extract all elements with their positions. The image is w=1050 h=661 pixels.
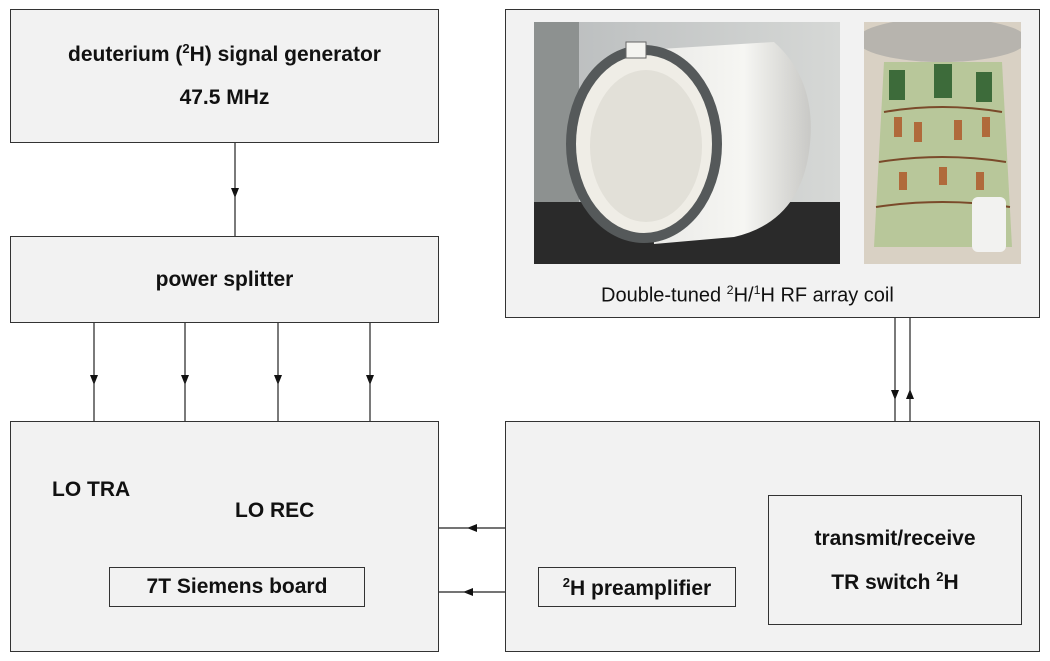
preamplifier-box: 2H preamplifier [538,567,736,607]
signal-generator-title: deuterium (2H) signal generator [68,41,381,66]
rf-coil-caption: Double-tuned 2H/1H RF array coil [601,283,894,307]
power-splitter-label: power splitter [155,268,294,291]
lo-tra-label: LO TRA [52,478,131,501]
signal-generator-frequency: 47.5 MHz [179,86,270,109]
siemens-board-label: 7T Siemens board [146,575,328,598]
siemens-system-box: LO TRA LO REC 7T Siemens board [10,421,439,652]
tr-switch-box: transmit/receive TR switch 2H [768,495,1022,625]
signal-generator-box: deuterium (2H) signal generator 47.5 MHz [10,9,439,143]
rf-interface-box: transmit/receive TR switch 2H 2H preampl… [505,421,1040,652]
preamplifier-label: 2H preamplifier [562,575,712,600]
siemens-board: 7T Siemens board [109,567,365,607]
coil-housing-photo [534,22,840,264]
power-splitter-box: power splitter [10,236,439,323]
tr-switch-line1: transmit/receive [814,527,976,550]
rf-coil-box: Double-tuned 2H/1H RF array coil [505,9,1040,318]
lo-rec-label: LO REC [235,499,315,522]
tr-switch-line2: TR switch 2H [831,569,959,594]
coil-array-electronics-photo [864,22,1021,264]
